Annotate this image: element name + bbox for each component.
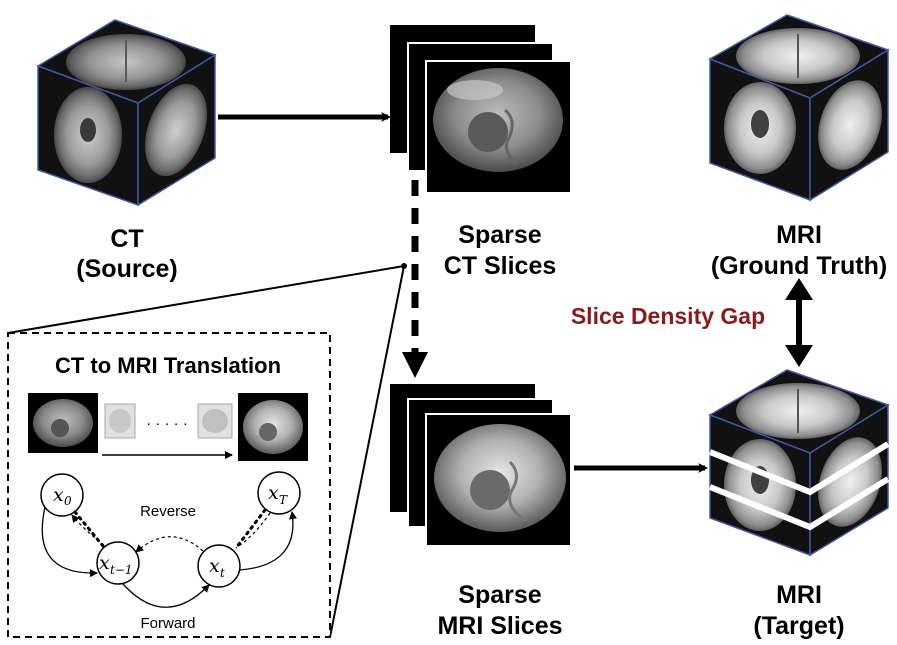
node-xt-minus-1-sub: t−1 [110, 563, 133, 577]
mri-target-cube [708, 369, 890, 557]
forward-arc-middle [122, 583, 210, 608]
mri-gt-title: MRI [776, 221, 822, 249]
translation-inset: CT to MRI Translation · · · · · x 0 x T … [7, 332, 331, 638]
ct-source-cube [36, 19, 217, 207]
node-xT-base: x [268, 482, 279, 504]
forward-arc-right [239, 511, 297, 571]
sparse-mri-label-line1: Sparse [458, 581, 541, 609]
node-xt [197, 544, 241, 588]
slice-density-gap-label: Slice Density Gap [571, 303, 765, 329]
mri-ground-truth-cube [708, 14, 890, 202]
node-xt-sub: t [220, 566, 225, 580]
node-xt-minus-1 [96, 541, 140, 585]
ct-subtitle: (Source) [76, 255, 177, 283]
dotted-link-right [234, 508, 267, 550]
node-xT [257, 471, 301, 515]
inset-dots: · · · · · [146, 415, 188, 432]
inset-title: CT to MRI Translation [55, 353, 281, 378]
forward-label: Forward [140, 615, 195, 632]
sparse-mri-slices [390, 384, 572, 547]
reverse-arc-middle [135, 536, 204, 553]
sparse-mri-label-line2: MRI Slices [437, 612, 562, 640]
forward-arc-left [41, 506, 98, 578]
sparse-ct-label-line2: CT Slices [444, 252, 557, 280]
density-gap-arrow-up [785, 278, 813, 300]
density-gap-arrow-down [785, 345, 813, 367]
mri-target-subtitle: (Target) [753, 612, 844, 640]
node-x0 [40, 473, 84, 517]
node-x0-sub: 0 [64, 494, 72, 508]
inset-connector-bottom [329, 265, 405, 638]
mri-target-title: MRI [776, 581, 822, 609]
sparse-ct-label-line1: Sparse [458, 221, 541, 249]
node-x0-base: x [53, 484, 64, 506]
node-xt-base: x [209, 555, 220, 577]
ct-title: CT [110, 225, 143, 253]
node-xt-minus-1-base: x [99, 552, 110, 574]
mri-gt-subtitle: (Ground Truth) [711, 252, 887, 280]
reverse-arc-right [235, 512, 271, 549]
dashed-arrow-head [402, 352, 428, 378]
node-xT-sub: T [279, 493, 288, 507]
reverse-label: Reverse [140, 503, 196, 520]
inset-connector-top [7, 265, 405, 334]
sparse-ct-slices [390, 25, 572, 194]
